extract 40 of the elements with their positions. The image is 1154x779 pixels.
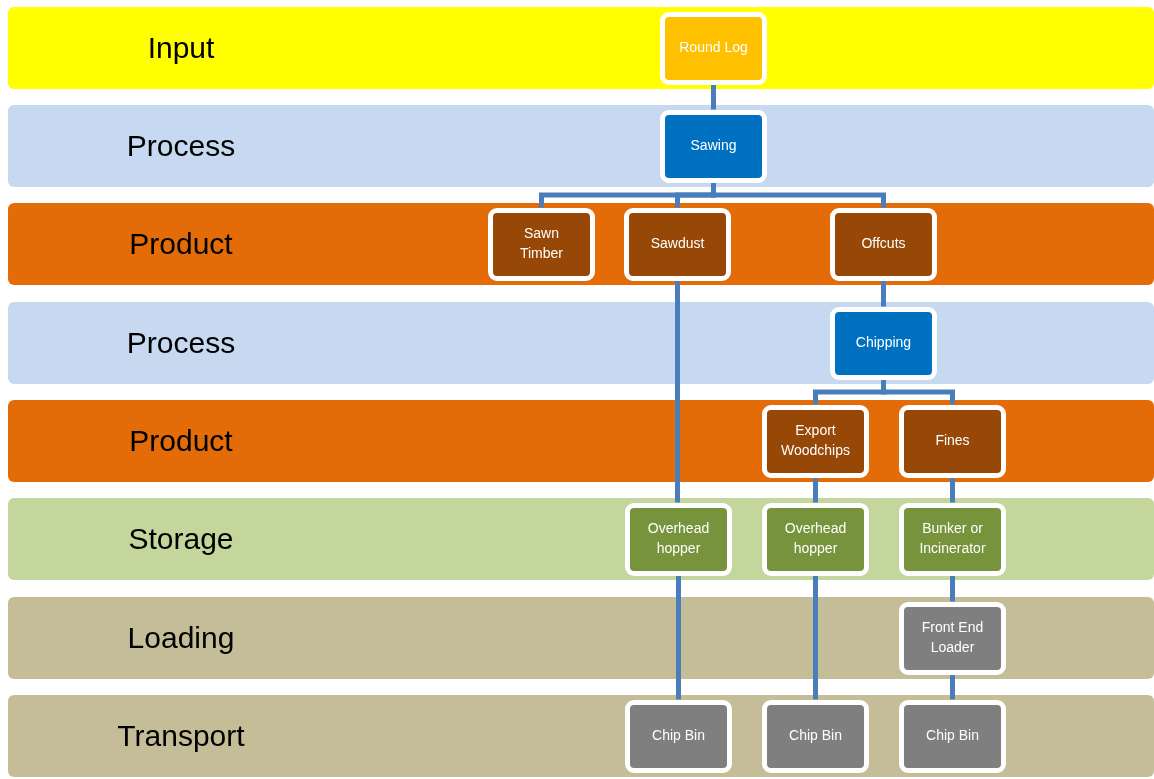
process-box: Sawing — [660, 109, 767, 183]
process-box: Chip Bin — [762, 699, 869, 773]
lane-band — [8, 7, 1154, 89]
lane-label: Input — [146, 31, 216, 65]
process-box: Sawdust — [624, 207, 731, 281]
lane-label: Process — [125, 326, 237, 360]
connector-line — [950, 674, 955, 700]
lane-band — [8, 400, 1154, 482]
process-box: Overhead hopper — [762, 502, 869, 576]
process-box: Chipping — [830, 306, 937, 380]
lane-band — [8, 203, 1154, 285]
lane-label: Product — [128, 227, 234, 261]
connector-line — [950, 575, 955, 602]
process-box: Sawn Timber — [488, 207, 595, 281]
process-box: Bunker or Incinerator — [899, 502, 1006, 576]
lane-band — [8, 302, 1154, 384]
lane-band — [8, 105, 1154, 187]
connector-line — [813, 477, 818, 503]
process-box: Round Log — [660, 11, 767, 85]
lane-band — [8, 597, 1154, 679]
connector-line — [676, 575, 681, 700]
process-box: Front End Loader — [899, 601, 1006, 675]
process-box: Fines — [899, 404, 1006, 478]
connector-line — [711, 84, 716, 110]
lane-label: Transport — [116, 719, 246, 753]
process-box: Overhead hopper — [625, 502, 732, 576]
connector-line — [813, 575, 818, 700]
lane-band — [8, 695, 1154, 777]
lane-label: Loading — [126, 621, 236, 655]
process-box: Chip Bin — [625, 699, 732, 773]
process-box: Export Woodchips — [762, 404, 869, 478]
lane-label: Storage — [127, 522, 235, 556]
connector-line — [675, 280, 680, 503]
connector-line — [950, 477, 955, 503]
connector-line — [881, 280, 886, 307]
process-box: Offcuts — [830, 207, 937, 281]
lane-label: Process — [125, 129, 237, 163]
lane-label: Product — [128, 424, 234, 458]
process-box: Chip Bin — [899, 699, 1006, 773]
lane-band — [8, 498, 1154, 580]
